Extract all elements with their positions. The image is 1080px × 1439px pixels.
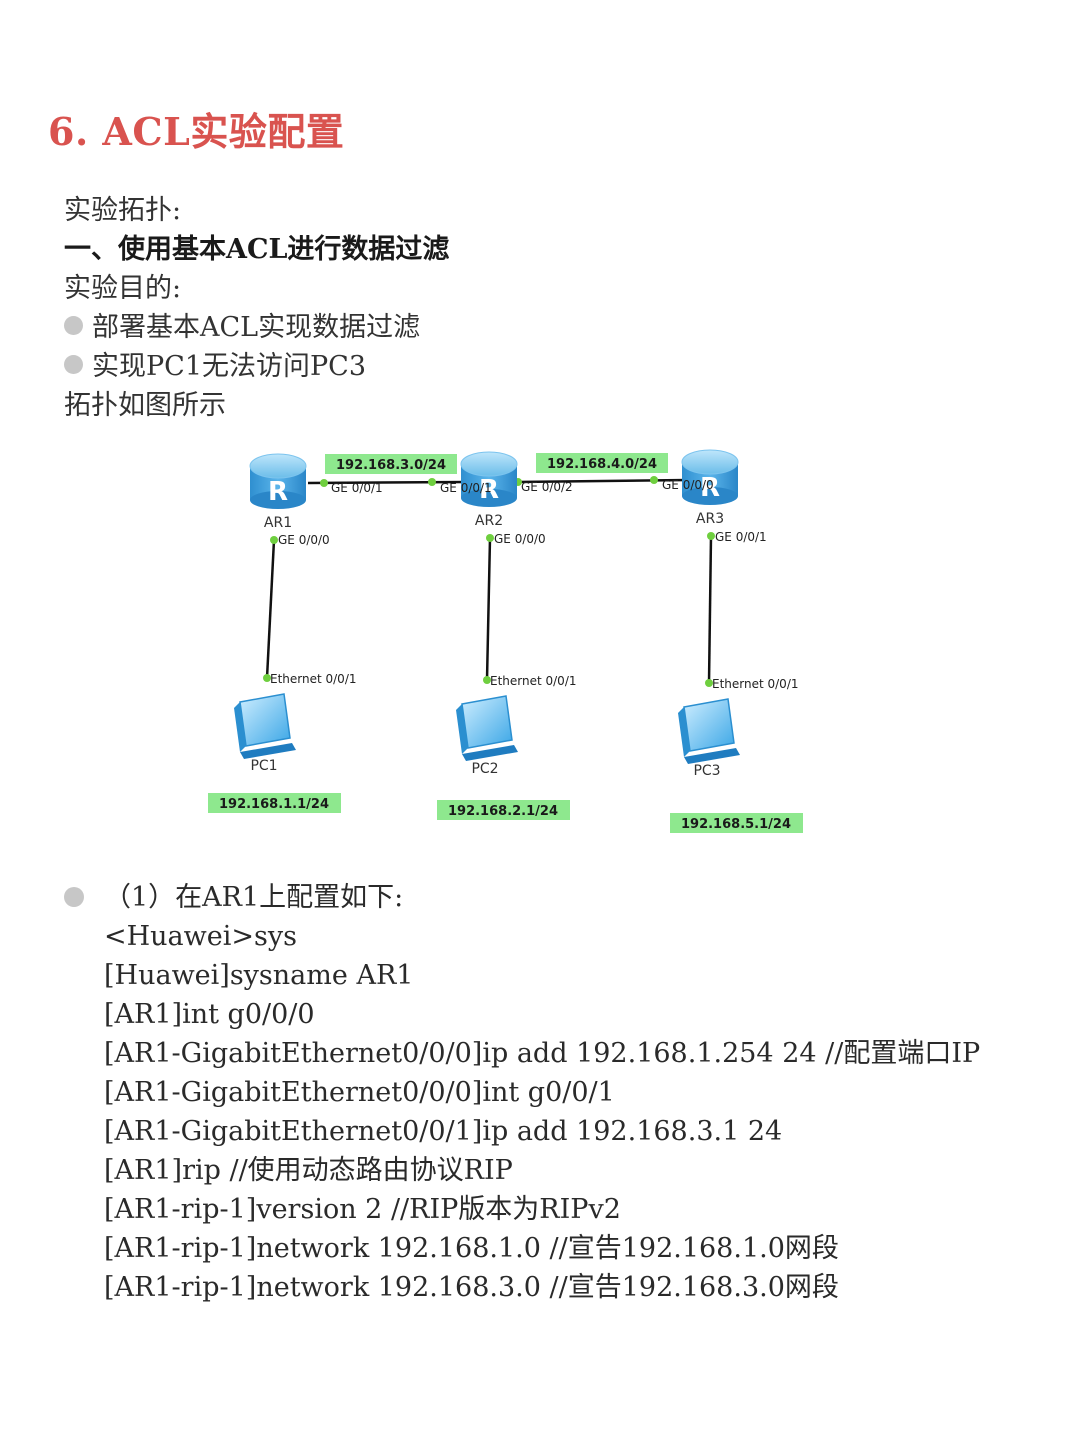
port-label: Ethernet 0/0/1 (712, 677, 799, 691)
command-line: [AR1-GigabitEthernet0/0/1]ip add 192.168… (104, 1116, 783, 1147)
link-ar1-pc1 (265, 539, 276, 679)
bullet-icon (64, 887, 84, 907)
link-network-text: 192.168.4.0/24 (547, 457, 657, 472)
link-ar3-pc3 (707, 535, 713, 684)
port-dot (486, 534, 494, 542)
command-line: [AR1-rip-1]version 2 //RIP版本为RIPv2 (104, 1194, 621, 1225)
pc-ip-label: 192.168.2.1/24 (448, 804, 558, 819)
command-line: [Huawei]sysname AR1 (104, 960, 414, 991)
topology-note: 拓扑如图所示 (64, 390, 226, 421)
pc-label: PC2 (471, 761, 498, 777)
pc-ip-label: 192.168.1.1/24 (219, 797, 329, 812)
pc-ip-label-bg (208, 793, 341, 813)
topology-label: 实验拓扑: (64, 195, 182, 226)
port-label: GE 0/0/0 (278, 533, 330, 547)
port-dot (263, 674, 271, 682)
pc-ip-label-bg (437, 800, 570, 820)
router-label: AR2 (475, 513, 503, 529)
command-line: [AR1-rip-1]network 192.168.1.0 //宣告192.1… (104, 1233, 839, 1264)
page-title: 6. ACL实验配置 (48, 109, 345, 154)
computer-icon (456, 695, 518, 761)
port-dot (483, 676, 491, 684)
goal-item-text: 部署基本ACL实现数据过滤 (92, 312, 421, 343)
section-heading: 一、使用基本ACL进行数据过滤 (64, 234, 450, 265)
command-line: [AR1]rip //使用动态路由协议RIP (104, 1155, 513, 1186)
command-line: [AR1-rip-1]network 192.168.3.0 //宣告192.1… (104, 1272, 839, 1303)
command-line: [AR1-GigabitEthernet0/0/0]ip add 192.168… (104, 1038, 981, 1069)
port-labels: GE 0/0/1 GE 0/0/1 GE 0/0/2 GE 0/0/0 GE 0… (270, 478, 799, 691)
pc-pc1[interactable]: PC1 192.168.1.1/24 (208, 693, 341, 813)
port-dot (270, 536, 278, 544)
router-glyph: R (268, 477, 288, 507)
router-ar2[interactable]: R AR2 (460, 451, 518, 529)
port-label: GE 0/0/1 (331, 481, 383, 495)
port-label: GE 0/0/0 (494, 532, 546, 546)
router-ar1[interactable]: R AR1 (249, 453, 307, 531)
port-label: GE 0/0/1 (715, 530, 767, 544)
goal-label: 实验目的: (64, 273, 182, 304)
computer-icon (678, 698, 740, 764)
command-line: [AR1-GigabitEthernet0/0/0]int g0/0/1 (104, 1077, 615, 1108)
pc-pc3[interactable]: PC3 192.168.5.1/24 (670, 698, 803, 833)
router-label: AR3 (696, 511, 724, 527)
link-ar2-ar3 (515, 478, 689, 484)
port-dots (263, 476, 715, 687)
pc-ip-label: 192.168.5.1/24 (681, 817, 791, 832)
port-dot (707, 532, 715, 540)
link-ar2-pc2 (485, 537, 492, 681)
router-glyph: R (700, 473, 720, 503)
command-line: [AR1]int g0/0/0 (104, 999, 315, 1030)
goal-item: 部署基本ACL实现数据过滤 (64, 309, 420, 347)
computer-icon (234, 693, 296, 759)
step-heading: （1）在AR1上配置如下: (104, 882, 404, 913)
pc-label: PC1 (250, 758, 277, 774)
port-dot (320, 479, 328, 487)
link-ar1-ar2 (307, 480, 469, 485)
pc-pc2[interactable]: PC2 192.168.2.1/24 (437, 695, 570, 820)
bullet-icon (64, 355, 83, 374)
bullet-icon (64, 316, 83, 335)
port-label: GE 0/0/0 (662, 478, 714, 492)
port-dot (650, 476, 658, 484)
command-line: <Huawei>sys (104, 921, 297, 952)
port-dot (705, 679, 713, 687)
pc-ip-label-bg (670, 813, 803, 833)
link-network-label: 192.168.3.0/24 (325, 454, 457, 474)
network-topology-diagram: R AR1 R AR2 R AR3 192.168.3.0/24 192.168… (208, 449, 803, 833)
pc-label: PC3 (693, 763, 720, 779)
links (265, 478, 713, 684)
port-label: Ethernet 0/0/1 (490, 674, 577, 688)
link-network-label: 192.168.4.0/24 (536, 453, 668, 473)
router-label: AR1 (264, 515, 292, 531)
router-ar3[interactable]: R AR3 (681, 449, 739, 527)
port-label: Ethernet 0/0/1 (270, 672, 357, 686)
router-glyph: R (479, 475, 499, 505)
port-label: GE 0/0/1 (440, 481, 492, 495)
link-network-text: 192.168.3.0/24 (336, 458, 446, 473)
port-label: GE 0/0/2 (521, 480, 573, 494)
goal-item: 实现PC1无法访问PC3 (64, 348, 366, 386)
goal-item-text: 实现PC1无法访问PC3 (92, 351, 367, 382)
port-dot (428, 478, 436, 486)
